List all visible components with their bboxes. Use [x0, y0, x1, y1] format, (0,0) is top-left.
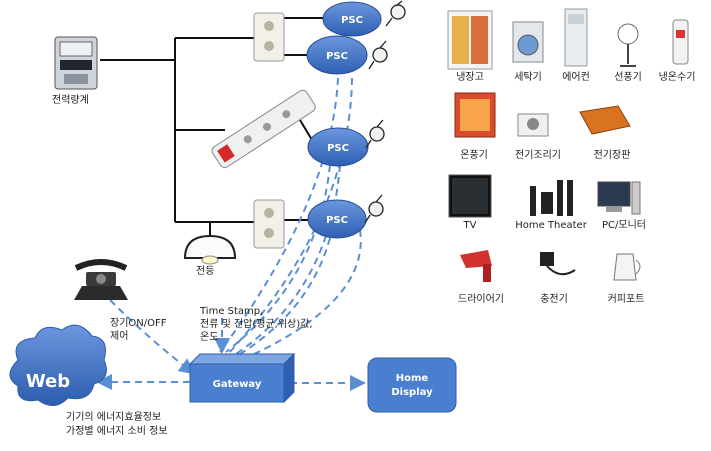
power-strip-icon — [211, 89, 316, 169]
washing-machine-icon — [512, 21, 544, 63]
appliance-label: 커피포트 — [607, 294, 645, 305]
web-annotation-1: 기기의 에너지효율정보 — [66, 412, 162, 423]
measure-annotation-1: Time Stamp, — [200, 306, 264, 317]
appliance-label: 전기장판 — [593, 150, 631, 161]
plug-icon — [385, 0, 406, 27]
plug-icon — [368, 40, 388, 70]
air-conditioner-icon — [564, 8, 588, 67]
appliance-label: PC/모니터 — [602, 220, 646, 231]
psc-node: PSC — [307, 199, 367, 239]
measure-annotation-3: 온도 — [200, 332, 219, 343]
fan-icon — [617, 23, 639, 67]
heater-icon — [454, 92, 496, 138]
tv-icon — [448, 174, 492, 218]
wall-outlet-icon — [253, 12, 285, 62]
home-display-label-2: Display — [391, 387, 433, 398]
power-wiring — [100, 17, 325, 238]
psc-node: PSC — [322, 1, 382, 37]
appliance-label: 에어컨 — [562, 72, 590, 83]
home-display-label-1: Home — [396, 373, 429, 384]
appliance-label: 냉장고 — [456, 72, 484, 83]
psc-label: PSC — [326, 215, 348, 226]
phone-annotation-2: 제어 — [110, 331, 129, 342]
coffee-pot-icon — [613, 253, 641, 281]
telephone-icon — [74, 259, 128, 300]
web-annotation-2: 가정별 에너지 소비 정보 — [66, 426, 168, 437]
appliance-label: 냉온수기 — [658, 72, 696, 83]
psc-node: PSC — [306, 35, 368, 75]
water-heater-icon — [672, 19, 689, 65]
hair-dryer-icon — [460, 250, 492, 282]
meter-label: 전력량계 — [52, 95, 89, 106]
plug-icon — [364, 194, 384, 224]
appliance-label: 충전기 — [540, 294, 568, 305]
home-display-box: Home Display — [367, 357, 457, 413]
psc-node: PSC — [307, 127, 369, 167]
cooktop-icon — [517, 113, 549, 137]
psc-label: PSC — [341, 15, 363, 26]
appliance-label: 드라이어기 — [458, 294, 504, 305]
appliance-label: 세탁기 — [514, 72, 542, 83]
plug-icon — [365, 119, 385, 149]
appliance-label: 전기조리기 — [515, 150, 561, 161]
charger-icon — [540, 252, 576, 276]
refrigerator-icon — [447, 10, 493, 70]
appliance-label: 온풍기 — [460, 150, 488, 161]
wall-outlet-icon — [253, 199, 285, 249]
home-theater-icon — [530, 180, 573, 216]
psc-label: PSC — [326, 51, 348, 62]
lamp-label: 전등 — [196, 266, 215, 277]
phone-annotation-1: 장기ON/OFF — [110, 318, 167, 329]
web-cloud: Web — [9, 324, 107, 406]
electric-mat-icon — [579, 105, 631, 135]
web-label: Web — [26, 371, 70, 392]
measure-annotation-2: 전류 및 전압(평균,위상)값, — [200, 319, 313, 330]
power-meter-icon — [54, 36, 98, 90]
appliance-label: TV — [463, 220, 477, 231]
gateway-label: Gateway — [213, 379, 262, 390]
psc-label: PSC — [327, 143, 349, 154]
gateway-box: Gateway — [188, 352, 296, 404]
appliance-label: 선풍기 — [614, 72, 642, 83]
pc-monitor-icon — [597, 181, 641, 215]
lamp-icon — [183, 234, 237, 265]
appliance-label: Home Theater — [515, 220, 587, 231]
